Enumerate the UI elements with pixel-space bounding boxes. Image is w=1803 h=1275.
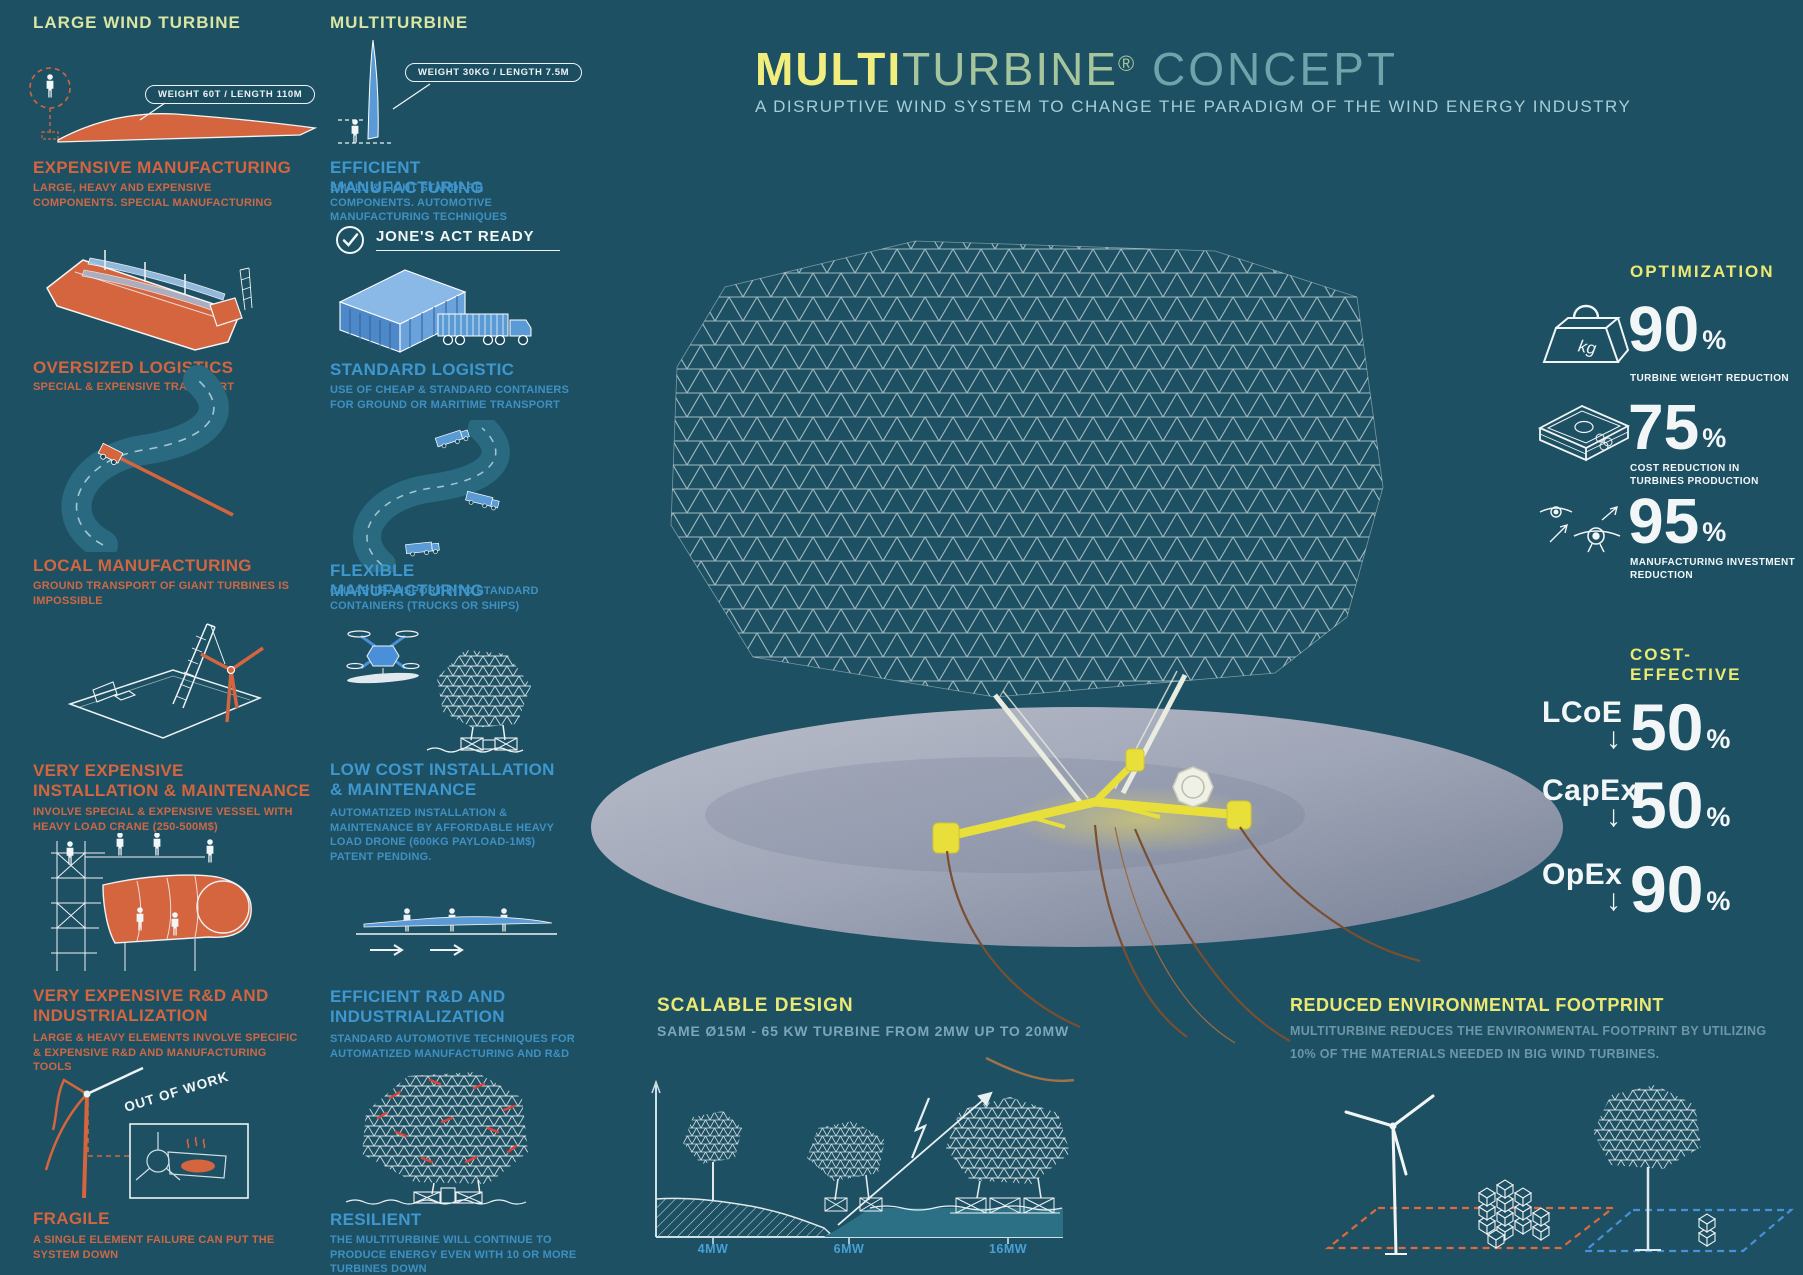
- metric-name: LCoE: [1542, 696, 1623, 729]
- drone-icon: [1539, 505, 1621, 553]
- stat-value: 75%: [1628, 391, 1727, 463]
- section-title: FLEXIBLE MANUFACTURING: [330, 561, 485, 601]
- turbine-6mw: [807, 1121, 885, 1212]
- page-subtitle: A DISRUPTIVE WIND SYSTEM TO CHANGE THE P…: [755, 97, 1632, 116]
- container-truck-icon: [338, 269, 532, 353]
- weight-kg-icon: kg: [1542, 304, 1630, 363]
- down-arrow-icon: ↓: [1606, 800, 1621, 833]
- section-desc: GROUND TRANSPORT OF GIANT TURBINES IS IM…: [33, 580, 290, 607]
- section-title: FRAGILE: [33, 1209, 110, 1228]
- metric-value: 50%: [1630, 768, 1731, 842]
- oversized-transport-road-icon: [61, 365, 234, 552]
- material-cubes-multi: [1698, 1213, 1716, 1247]
- big-wind-turbine: [1344, 1094, 1435, 1255]
- fragile-broken-turbine-icon: OUT OF WORK: [44, 1066, 249, 1199]
- mooring-lines: [945, 824, 1421, 1044]
- section-title: EFFICIENT MANUFACTURING: [330, 158, 485, 198]
- scaffold-nacelle-icon: [51, 833, 252, 971]
- mw-label: 4MW: [697, 1242, 729, 1256]
- section-title: RESILIENT: [330, 1210, 422, 1229]
- multiturbine-footprint-area: [1582, 1208, 1794, 1253]
- weight-spec-badge-multi: WEIGHT 30KG / LENGTH 7.5M: [405, 63, 583, 82]
- section-desc: USE OF CHEAP & STANDARD CONTAINERS FOR G…: [330, 384, 570, 411]
- stat-label: TURBINE WEIGHT REDUCTION: [1630, 373, 1790, 384]
- scalable-design-heading: SCALABLE DESIGN: [657, 995, 854, 1016]
- section-title: VERY EXPENSIVE INSTALLATION & MAINTENANC…: [33, 761, 311, 801]
- large-blade-illustration: [29, 67, 318, 143]
- metric-name: OpEx: [1542, 858, 1623, 891]
- section-desc: LARGE & HEAVY ELEMENTS INVOLVE SPECIFIC …: [33, 1032, 298, 1074]
- money-stack-icon: [1537, 405, 1631, 462]
- stat-value: 95%: [1628, 485, 1727, 557]
- multiturbine-hero-render: [591, 240, 1563, 1044]
- turbine-16mw: [946, 1097, 1070, 1214]
- column-heading-large-turbine: LARGE WIND TURBINE: [33, 13, 241, 32]
- title-bold: MULTI: [755, 43, 903, 95]
- down-arrow-icon: ↓: [1606, 722, 1621, 755]
- section-desc: A SINGLE ELEMENT FAILURE CAN PUT THE SYS…: [33, 1234, 275, 1261]
- drone-installation-icon: [346, 630, 531, 753]
- registered-mark: ®: [1118, 51, 1137, 76]
- section-desc: SMALL & LIGHT STANDARD COMPONENTS. AUTOM…: [330, 182, 508, 224]
- check-circle-icon: [336, 226, 364, 254]
- kg-label: kg: [1577, 336, 1599, 358]
- turbine-lattice-sail: [670, 240, 1384, 698]
- section-desc: AUTOMATIZED INSTALLATION & MAINTENANCE B…: [330, 807, 554, 864]
- stat-value: 90%: [1628, 293, 1727, 365]
- oversized-ship-icon: [46, 250, 253, 351]
- blade-carry-icon: [356, 908, 557, 956]
- jones-act-label: JONE'S ACT READY: [376, 228, 561, 251]
- scalable-design-diagram: [651, 1056, 1075, 1244]
- metric-name: CapEx: [1542, 774, 1638, 807]
- mw-label: 16MW: [988, 1242, 1028, 1256]
- column-heading-multiturbine: MULTITURBINE: [330, 13, 469, 32]
- helipad: [1172, 766, 1214, 808]
- title-tail: CONCEPT: [1136, 43, 1398, 95]
- section-title: EXPENSIVE MANUFACTURING: [33, 158, 292, 177]
- standard-transport-road-icon: [353, 420, 510, 572]
- environment-subtitle: MULTITURBINE REDUCES THE ENVIRONMENTAL F…: [1290, 1024, 1767, 1061]
- environment-heading: REDUCED ENVIRONMENTAL FOOTPRINT: [1290, 995, 1664, 1015]
- section-desc: LARGE, HEAVY AND EXPENSIVE COMPONENTS. S…: [33, 182, 273, 209]
- large-turbine-footprint-area: [1324, 1206, 1617, 1250]
- section-desc: INVOLVE SPECIAL & EXPENSIVE VESSEL WITH …: [33, 806, 293, 833]
- turbine-4mw: [683, 1111, 742, 1200]
- section-desc: STANDARD AUTOMOTIVE TECHNIQUES FOR AUTOM…: [330, 1033, 575, 1060]
- section-desc: THE MULTITURBINE WILL CONTINUE TO PRODUC…: [330, 1234, 577, 1275]
- title-light: TURBINE: [902, 43, 1119, 95]
- section-title: LOW COST INSTALLATION & MAINTENANCE: [330, 760, 555, 800]
- out-of-work-label: OUT OF WORK: [122, 1069, 230, 1115]
- truck: [405, 429, 500, 557]
- stat-label: MANUFACTURING INVESTMENT REDUCTION: [1630, 557, 1796, 581]
- metric-value: 90%: [1630, 852, 1731, 926]
- section-title: STANDARD LOGISTIC: [330, 360, 515, 379]
- page-title: MULTITURBINE® CONCEPT: [755, 42, 1398, 96]
- sail-masts: [993, 670, 1188, 804]
- multiturbine-tree: [1593, 1085, 1701, 1251]
- section-title: LOCAL MANUFACTURING: [33, 556, 252, 575]
- down-arrow-icon: ↓: [1606, 884, 1621, 917]
- stat-label: COST REDUCTION IN TURBINES PRODUCTION: [1630, 463, 1759, 487]
- section-title: VERY EXPENSIVE R&D AND INDUSTRIALIZATION: [33, 986, 269, 1026]
- scalable-design-subtitle: SAME Ø15M - 65 KW TURBINE FROM 2MW UP TO…: [657, 1023, 1069, 1039]
- section-desc: CHEAP TRANSPORT INTO STANDARD CONTAINERS…: [330, 585, 539, 612]
- optimization-heading: OPTIMIZATION: [1630, 262, 1775, 281]
- resilient-lattice-icon: [345, 1072, 528, 1205]
- section-title: EFFICIENT R&D AND INDUSTRIALIZATION: [330, 987, 506, 1027]
- cost-effective-heading: COST- EFFECTIVE: [1630, 645, 1742, 684]
- multiturbine-blade-illustration: [338, 39, 431, 144]
- crane-vessel-icon: [67, 623, 264, 739]
- weight-spec-badge-large: WEIGHT 60T / LENGTH 110M: [145, 85, 316, 104]
- footprint-comparison-diagram: [1324, 1085, 1794, 1255]
- metric-value: 50%: [1630, 690, 1731, 764]
- section-title: OVERSIZED LOGISTICS: [33, 358, 234, 377]
- floating-platform: [932, 748, 1252, 854]
- mw-label: 6MW: [833, 1242, 865, 1256]
- material-cubes-large: [1478, 1179, 1550, 1249]
